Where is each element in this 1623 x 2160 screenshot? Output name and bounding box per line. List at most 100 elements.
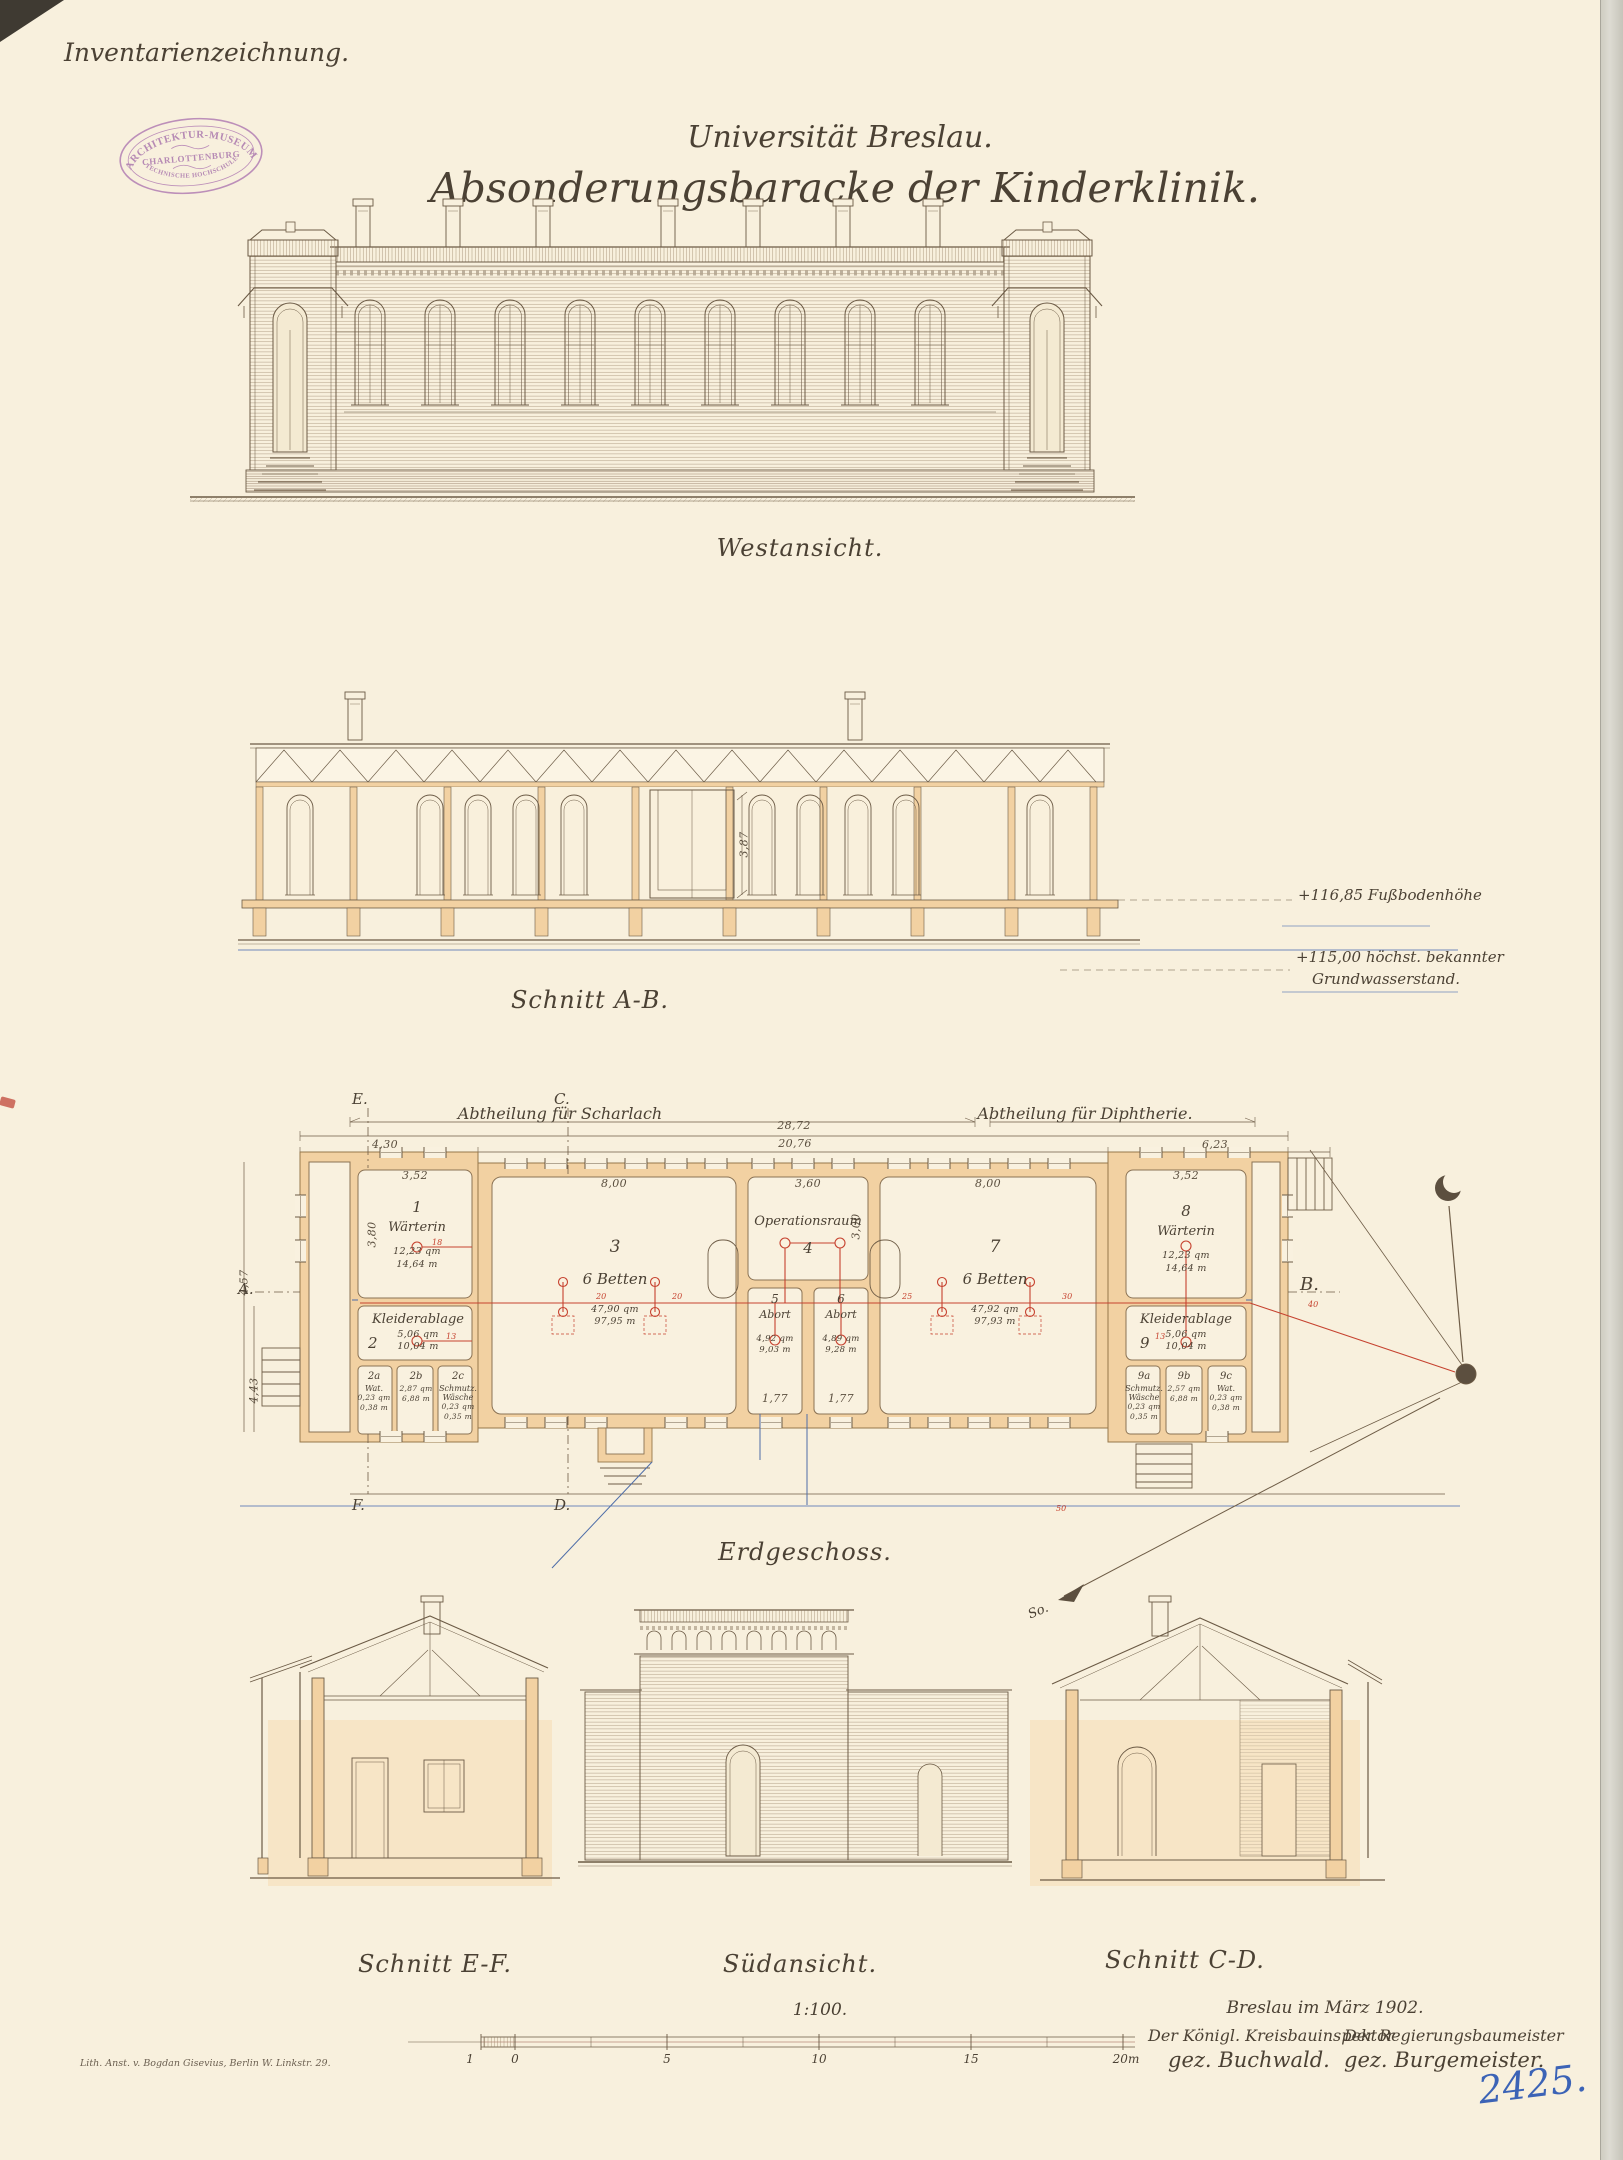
scale-tick-label: 15 — [963, 2052, 979, 2066]
room-number: 4 — [803, 1238, 813, 1257]
pipe-size-label: 20 — [672, 1292, 683, 1301]
room-area: 12,23 qm — [393, 1246, 441, 1258]
water-pipes — [352, 1299, 1252, 1569]
room-area: 47,92 qm — [971, 1303, 1019, 1315]
sheet-title: Universität Breslau. — [687, 120, 993, 155]
room-number: 2b — [409, 1371, 423, 1382]
signature-name-left: gez. Buchwald. — [1168, 2048, 1330, 2072]
section-ef-drawing — [249, 1595, 560, 1886]
room-volume: 9,03 m — [759, 1344, 791, 1355]
room-volume: 10,04 m — [1165, 1341, 1207, 1353]
level-groundwater-line1: +115,00 höchst. bekannter — [1296, 948, 1504, 966]
room-label-waerterin-8: 8 Wärterin 12,23 qm 14,64 m — [1126, 1202, 1246, 1275]
chimney-icon — [352, 198, 944, 248]
signature-place-date: Breslau im März 1902. — [1226, 1998, 1424, 2018]
room-volume: 97,95 m — [594, 1315, 636, 1327]
room-area: 2,87 qm — [399, 1384, 433, 1393]
clerestory-windows — [646, 1630, 837, 1650]
section-marker-e: E. — [352, 1090, 368, 1108]
ground-floor-plan-drawing — [240, 1108, 1477, 1602]
section-marker-c: C. — [554, 1090, 570, 1108]
room-name: 6 Betten — [962, 1270, 1028, 1289]
signature-name-right: gez. Burgemeister. — [1344, 2048, 1545, 2072]
scale-tick-label: 10 — [811, 2052, 827, 2066]
room-volume: 0,38 m — [1212, 1402, 1240, 1412]
stove-icon — [707, 1239, 739, 1299]
plan-stairs — [261, 1157, 1333, 1489]
level-groundwater-line2: Grundwasserstand. — [1312, 970, 1461, 988]
room-name: Abort — [825, 1307, 857, 1321]
pipe-size-label: 25 — [902, 1292, 913, 1301]
dimension-label: 3,60 — [794, 1177, 822, 1190]
room-label-9b: 9b 2,57 qm 6,88 m — [1164, 1370, 1204, 1404]
scan-paper-edge — [1600, 0, 1623, 2160]
scale-bar — [408, 2034, 1135, 2050]
room-area: 0,23 qm — [1209, 1393, 1243, 1403]
room-name: Wat. — [364, 1384, 384, 1393]
level-floor-height: +116,85 Fußbodenhöhe — [1298, 886, 1482, 904]
scan-corner-shadow — [0, 0, 64, 42]
room-label-ward-3: 3 6 Betten 47,90 qm 97,95 m — [540, 1236, 690, 1328]
room-label-2c: 2c Schmutz. Wäsche 0,23 qm 0,35 m — [436, 1370, 480, 1422]
room-area: 2,57 qm — [1167, 1384, 1201, 1393]
pipe-size-label: 20 — [596, 1292, 607, 1301]
room-name: 6 Betten — [582, 1270, 648, 1289]
room-area: 4,92 qm — [756, 1333, 794, 1344]
room-name: Kleiderablage — [372, 1312, 464, 1327]
room-label-kleiderablage-9: Kleiderablage 5,06 qm 10,04 m — [1124, 1310, 1248, 1354]
room-label-2b: 2b 2,87 qm 6,88 m — [396, 1370, 436, 1404]
room-number: 3 — [609, 1237, 621, 1257]
section-plinth — [252, 907, 1101, 937]
scale-tick-label: 0 — [511, 2052, 519, 2066]
room-volume: 14,64 m — [1165, 1262, 1207, 1274]
north-compass-icon — [1435, 1171, 1477, 1385]
room-area: 0,23 qm — [357, 1393, 391, 1403]
pipe-size-label: 30 — [1062, 1292, 1073, 1301]
room-number: 2c — [452, 1371, 464, 1382]
dimension-label: 3,87 — [737, 831, 751, 858]
dimension-label: 8,00 — [974, 1177, 1002, 1190]
room-volume: 9,28 m — [825, 1344, 857, 1355]
room-label-operationsraum-4: Operationsraum 4 — [740, 1212, 876, 1258]
room-number: 2a — [367, 1371, 381, 1382]
lithographer-imprint: Lith. Anst. v. Bogdan Gisevius, Berlin W… — [80, 2058, 331, 2069]
room-label-abort-5: 5 Abort 4,92 qm 9,03 m — [745, 1292, 805, 1356]
room-name: Kleiderablage — [1140, 1312, 1232, 1327]
room-label-abort-6: 6 Abort 4,89 qm 9,28 m — [811, 1292, 871, 1356]
dimension-label: 28,72 — [777, 1119, 811, 1132]
room-name: Wärterin — [388, 1219, 446, 1235]
left-pavilion — [237, 221, 349, 491]
dimension-label: 20,76 — [778, 1137, 812, 1150]
room-label-9a: 9a Schmutz. Wäsche 0,23 qm 0,35 m — [1122, 1370, 1166, 1422]
caption-section-ab: Schnitt A-B. — [510, 986, 670, 1014]
caption-section-cd: Schnitt C-D. — [1105, 1946, 1265, 1974]
room-area: 47,90 qm — [591, 1303, 639, 1315]
caption-south-elevation: Südansicht. — [722, 1950, 878, 1978]
room-name: Abort — [759, 1307, 791, 1321]
signature-role-right: Der Regierungsbaumeister — [1344, 2026, 1564, 2045]
room-number: 9 — [1140, 1334, 1150, 1352]
caption-section-ef: Schnitt E-F. — [357, 1950, 512, 1978]
section-marker-f: F. — [352, 1496, 365, 1514]
scale-tick-label: 5 — [663, 2052, 671, 2066]
dimension-label: 3,52 — [1172, 1169, 1200, 1182]
right-pavilion — [991, 221, 1103, 491]
room-number: 8 — [1181, 1202, 1191, 1220]
room-label-9c: 9c Wat. 0,23 qm 0,38 m — [1204, 1370, 1248, 1413]
room-volume: 0,38 m — [360, 1402, 388, 1412]
department-label-diphtherie: Abtheilung für Diphtherie. — [977, 1104, 1193, 1123]
sheet-annotation: Inventarienzeichnung. — [64, 38, 350, 67]
room-label-kleiderablage-2: Kleiderablage 5,06 qm 10,04 m — [356, 1310, 480, 1354]
dimension-label: 1,77 — [827, 1392, 855, 1405]
room-volume: 0,35 m — [1130, 1412, 1158, 1422]
room-label-2a: 2a Wat. 0,23 qm 0,38 m — [352, 1370, 396, 1413]
room-volume: 97,93 m — [974, 1315, 1016, 1327]
room-volume: 14,64 m — [396, 1258, 438, 1270]
section-marker-a: A. — [238, 1280, 254, 1298]
room-name: Wärterin — [1157, 1223, 1215, 1239]
room-label-ward-7: 7 6 Betten 47,92 qm 97,93 m — [920, 1236, 1070, 1328]
room-number: 6 — [837, 1292, 845, 1306]
caption-west-elevation: Westansicht. — [716, 534, 884, 562]
pipe-size-label: 50 — [1056, 1504, 1067, 1513]
room-area: 4,89 qm — [822, 1333, 860, 1344]
